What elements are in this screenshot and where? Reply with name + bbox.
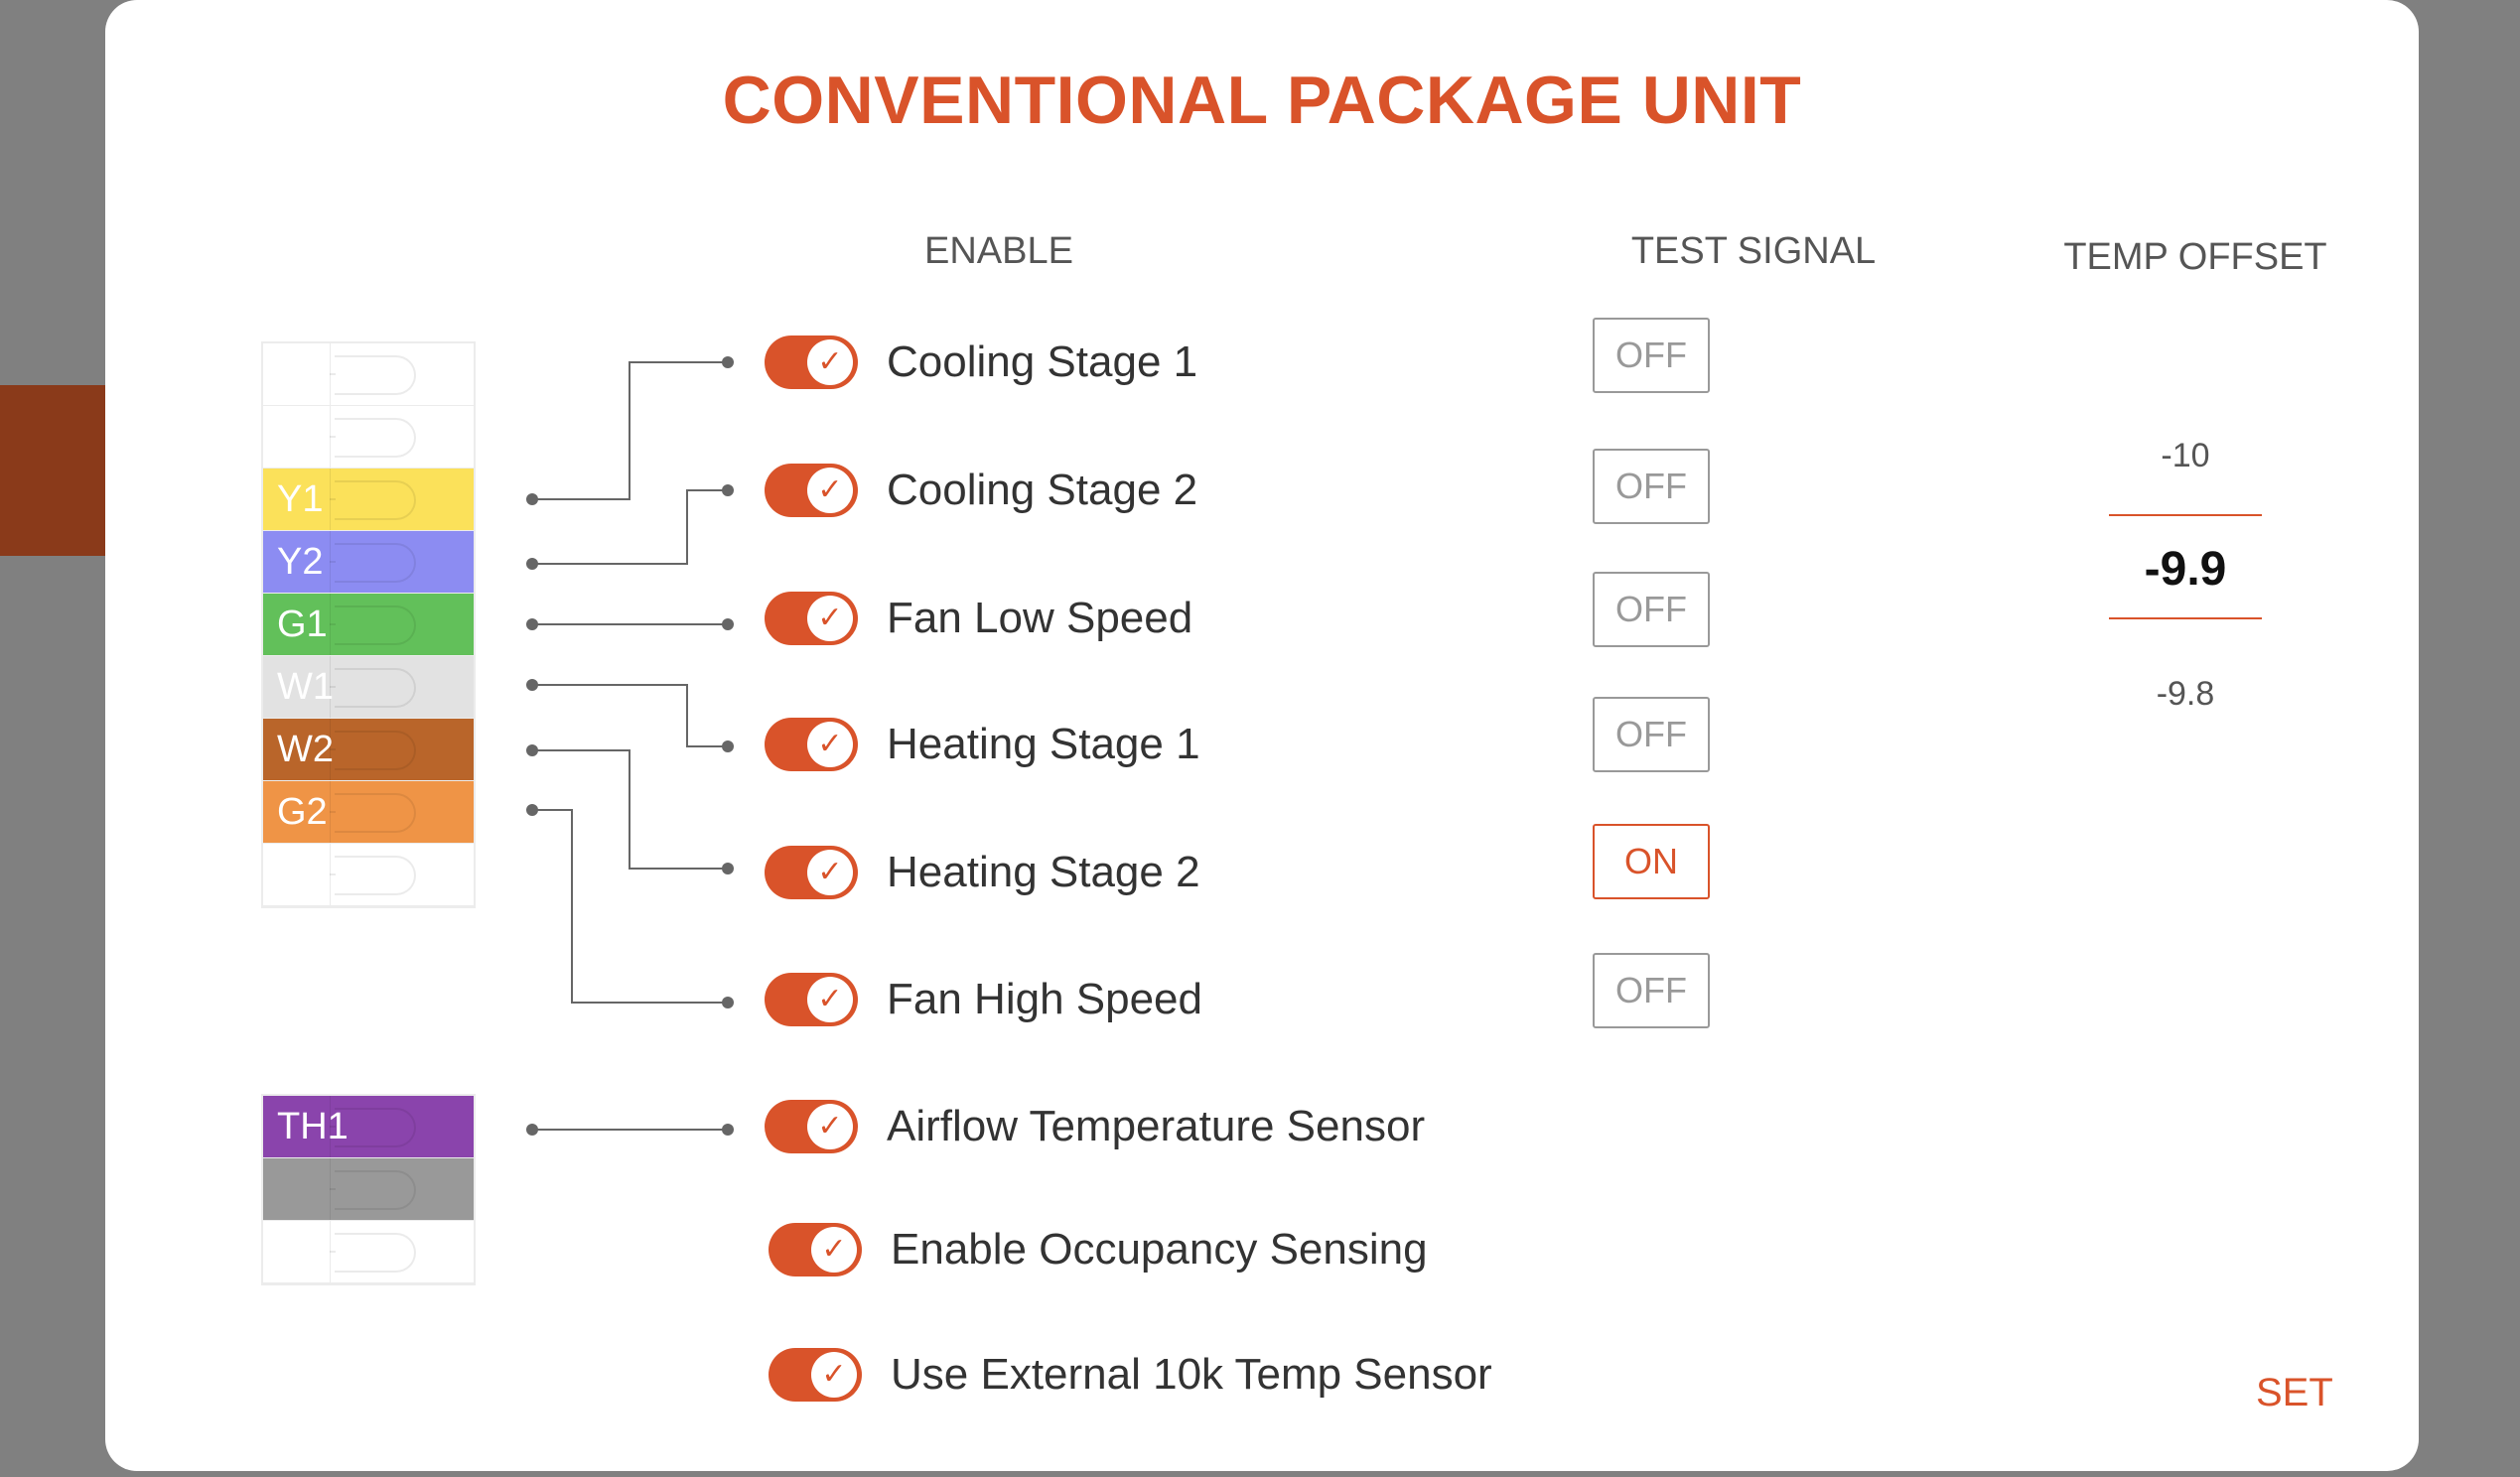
terminal-slot: W1 bbox=[263, 656, 474, 719]
wire-node bbox=[526, 493, 538, 505]
temp-offset-header: TEMP OFFSET bbox=[2063, 236, 2327, 278]
enable-row-label: Fan Low Speed bbox=[887, 594, 1193, 642]
terminal-screw-icon bbox=[335, 480, 416, 520]
terminal-screw-icon bbox=[335, 793, 416, 833]
sensor-terminal-strip: TH1 bbox=[261, 1094, 476, 1285]
enable-toggle[interactable]: ✓ bbox=[765, 464, 858, 517]
terminal-slot: G2 bbox=[263, 781, 474, 844]
enable-row-label: Use External 10k Temp Sensor bbox=[891, 1350, 1492, 1399]
check-icon: ✓ bbox=[817, 473, 843, 506]
test-signal-button[interactable]: OFF bbox=[1593, 572, 1710, 647]
terminal-slot bbox=[263, 343, 474, 406]
wire-node bbox=[526, 804, 538, 816]
terminal-slot bbox=[263, 1221, 474, 1283]
terminal-screw-icon bbox=[335, 1233, 416, 1273]
terminal-label: W2 bbox=[277, 729, 334, 770]
terminal-slot: TH1 bbox=[263, 1096, 474, 1158]
wire-y1 bbox=[532, 361, 728, 500]
wire-w1 bbox=[532, 684, 728, 747]
terminal-slot bbox=[263, 844, 474, 906]
enable-row-label: Cooling Stage 2 bbox=[887, 466, 1198, 514]
terminal-label: Y2 bbox=[277, 541, 324, 583]
terminal-screw-icon bbox=[335, 1108, 416, 1147]
wire-y2 bbox=[532, 489, 728, 565]
enable-toggle[interactable]: ✓ bbox=[769, 1223, 862, 1276]
test-signal-button[interactable]: OFF bbox=[1593, 953, 1710, 1028]
wire-w2 bbox=[532, 749, 728, 870]
check-icon: ✓ bbox=[817, 728, 843, 760]
terminal-slot bbox=[263, 406, 474, 469]
wire-node bbox=[722, 1124, 734, 1136]
enable-toggle[interactable]: ✓ bbox=[765, 336, 858, 389]
wire-node bbox=[722, 618, 734, 630]
wire-node bbox=[526, 618, 538, 630]
terminal-slot: Y1 bbox=[263, 469, 474, 531]
terminal-label: W1 bbox=[277, 666, 334, 708]
enable-toggle[interactable]: ✓ bbox=[765, 846, 858, 899]
background-accent bbox=[0, 385, 119, 556]
wire-node bbox=[722, 356, 734, 368]
terminal-slot bbox=[263, 1158, 474, 1221]
terminal-screw-icon bbox=[335, 543, 416, 583]
wire-node bbox=[722, 740, 734, 752]
check-icon: ✓ bbox=[817, 856, 843, 888]
wire-node bbox=[526, 558, 538, 570]
test-signal-button[interactable]: ON bbox=[1593, 824, 1710, 899]
enable-toggle[interactable]: ✓ bbox=[765, 973, 858, 1026]
enable-row-label: Fan High Speed bbox=[887, 975, 1202, 1023]
wire-node bbox=[722, 484, 734, 496]
wire-node bbox=[722, 997, 734, 1008]
test-signal-button[interactable]: OFF bbox=[1593, 449, 1710, 524]
test-signal-header: TEST SIGNAL bbox=[1630, 230, 1877, 272]
terminal-screw-icon bbox=[335, 856, 416, 895]
terminal-slot: W2 bbox=[263, 719, 474, 781]
enable-row-label: Airflow Temperature Sensor bbox=[887, 1102, 1426, 1150]
terminal-screw-icon bbox=[335, 1170, 416, 1210]
wire-node bbox=[526, 679, 538, 691]
terminal-screw-icon bbox=[335, 418, 416, 458]
temp-offset-selected[interactable]: -9.9 bbox=[2144, 543, 2227, 596]
enable-toggle[interactable]: ✓ bbox=[765, 1100, 858, 1153]
enable-row-label: Enable Occupancy Sensing bbox=[891, 1225, 1428, 1274]
terminal-label: G1 bbox=[277, 604, 328, 645]
wire-node bbox=[526, 744, 538, 756]
check-icon: ✓ bbox=[821, 1233, 847, 1266]
terminal-screw-icon bbox=[335, 668, 416, 708]
enable-toggle[interactable]: ✓ bbox=[765, 718, 858, 771]
wire-g2 bbox=[532, 809, 728, 1004]
check-icon: ✓ bbox=[817, 983, 843, 1015]
check-icon: ✓ bbox=[817, 1110, 843, 1142]
terminal-screw-icon bbox=[335, 355, 416, 395]
enable-toggle[interactable]: ✓ bbox=[769, 1348, 862, 1402]
check-icon: ✓ bbox=[817, 602, 843, 634]
wire-node bbox=[722, 863, 734, 874]
enable-row-label: Heating Stage 1 bbox=[887, 720, 1200, 768]
temp-offset-selection-bottom-line bbox=[2109, 617, 2262, 619]
temp-offset-selection-top-line bbox=[2109, 514, 2262, 516]
terminal-label: Y1 bbox=[277, 478, 324, 520]
enable-header: ENABLE bbox=[924, 230, 1073, 272]
set-button[interactable]: SET bbox=[2250, 1370, 2339, 1416]
page-title: CONVENTIONAL PACKAGE UNIT bbox=[722, 63, 1802, 138]
temp-offset-option-prev[interactable]: -10 bbox=[2161, 437, 2210, 474]
wire-node bbox=[526, 1124, 538, 1136]
terminal-label: G2 bbox=[277, 791, 328, 833]
check-icon: ✓ bbox=[821, 1358, 847, 1391]
test-signal-button[interactable]: OFF bbox=[1593, 697, 1710, 772]
check-icon: ✓ bbox=[817, 345, 843, 378]
package-unit-dialog: CONVENTIONAL PACKAGE UNIT ENABLE TEST SI… bbox=[105, 0, 2419, 1471]
temp-offset-option-next[interactable]: -9.8 bbox=[2156, 675, 2215, 713]
terminal-screw-icon bbox=[335, 731, 416, 770]
terminal-slot: G1 bbox=[263, 594, 474, 656]
test-signal-button[interactable]: OFF bbox=[1593, 318, 1710, 393]
terminal-screw-icon bbox=[335, 605, 416, 645]
terminal-label: TH1 bbox=[277, 1106, 349, 1147]
enable-row-label: Cooling Stage 1 bbox=[887, 337, 1198, 386]
terminal-slot: Y2 bbox=[263, 531, 474, 594]
enable-row-label: Heating Stage 2 bbox=[887, 848, 1200, 896]
enable-toggle[interactable]: ✓ bbox=[765, 592, 858, 645]
